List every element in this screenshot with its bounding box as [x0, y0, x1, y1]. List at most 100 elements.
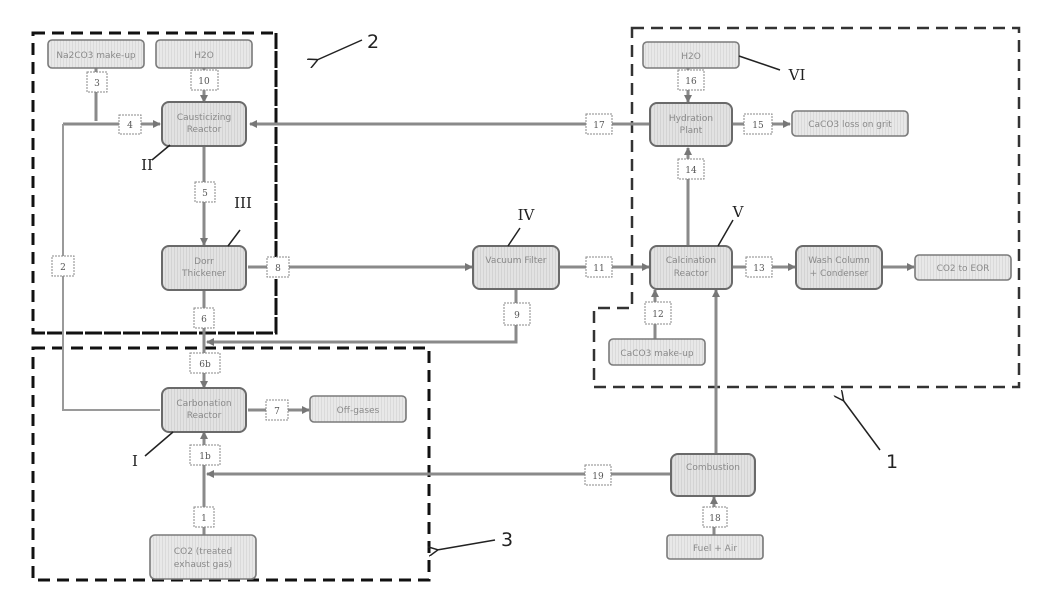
stream-12-label: 12 [644, 301, 672, 325]
svg-text:CO2 to EOR: CO2 to EOR [937, 264, 990, 274]
stream-17-label: 17 [585, 113, 613, 135]
dorr-thickener-unit: Dorr Thickener [161, 245, 247, 291]
stream-18-label: 18 [702, 506, 728, 528]
stream-7-label: 7 [265, 399, 289, 421]
section-3-boundary [31, 346, 431, 582]
svg-text:17: 17 [593, 121, 605, 131]
unit-label-II: II [141, 156, 153, 174]
section-1-boundary [592, 26, 1021, 389]
stream-15-label: 15 [743, 113, 773, 135]
svg-text:CaCO3 make-up: CaCO3 make-up [620, 349, 693, 359]
h2o-feed-unit: H2O [155, 39, 253, 69]
stream-2-label: 2 [51, 255, 75, 277]
caco3-loss-unit: CaCO3 loss on grit [791, 110, 909, 137]
svg-text:Thickener: Thickener [181, 269, 226, 279]
section-2-boundary [31, 31, 278, 335]
svg-text:9: 9 [514, 311, 520, 321]
svg-text:6: 6 [201, 315, 207, 325]
svg-text:13: 13 [753, 264, 765, 274]
stream-8-label: 8 [266, 256, 290, 278]
calcination-reactor-unit: Calcination Reactor [649, 245, 733, 290]
svg-text:10: 10 [198, 77, 210, 87]
leader-V [717, 219, 734, 247]
section-callout-1: 1 [886, 451, 898, 473]
section-callout-3: 3 [501, 529, 513, 551]
stream-5-label: 5 [194, 181, 216, 203]
section-callout-2: 2 [367, 31, 379, 53]
svg-text:H2O: H2O [194, 51, 214, 61]
svg-text:11: 11 [593, 264, 604, 274]
svg-text:Hydration: Hydration [669, 114, 713, 124]
svg-text:19: 19 [592, 472, 604, 482]
svg-text:Vacuum Filter: Vacuum Filter [485, 256, 547, 266]
na2co3-makeup-unit: Na2CO3 make-up [47, 39, 145, 69]
stream-1b-label: 1b [189, 444, 221, 466]
callout-arrow-1 [843, 400, 881, 451]
svg-text:Dorr: Dorr [194, 257, 214, 267]
svg-text:Reactor: Reactor [187, 411, 222, 421]
svg-text:7: 7 [274, 407, 280, 417]
stream-14-label: 14 [677, 158, 705, 180]
svg-text:Plant: Plant [680, 126, 703, 136]
wash-column-condenser-unit: Wash Column + Condenser [795, 245, 883, 290]
stream-19-label: 19 [584, 464, 612, 486]
stream-13-label: 13 [745, 256, 773, 278]
svg-text:Carbonation: Carbonation [176, 399, 231, 409]
leader-I [144, 431, 174, 457]
carbonation-reactor-unit: Carbonation Reactor [161, 387, 247, 433]
co2-to-eor-unit: CO2 to EOR [914, 254, 1012, 281]
h2o-hydration-feed-unit: H2O [642, 41, 740, 69]
svg-text:3: 3 [94, 79, 100, 89]
leader-VI [738, 55, 781, 71]
svg-text:2: 2 [60, 263, 66, 273]
hydration-plant-unit: Hydration Plant [649, 102, 733, 147]
stream-1-label: 1 [193, 506, 215, 528]
off-gases-unit: Off-gases [309, 395, 407, 423]
stream-10-label: 10 [190, 69, 219, 91]
svg-text:+ Condenser: + Condenser [810, 269, 869, 279]
unit-label-V: V [732, 203, 745, 221]
combustion-unit: Combustion [670, 453, 756, 497]
svg-text:Causticizing: Causticizing [177, 113, 231, 123]
stream-3-label: 3 [86, 71, 108, 93]
stream-4-label: 4 [118, 114, 142, 135]
svg-text:CaCO3 loss on grit: CaCO3 loss on grit [808, 120, 892, 130]
causticizing-reactor-unit: Causticizing Reactor [161, 101, 247, 147]
svg-text:Off-gases: Off-gases [337, 406, 380, 416]
unit-label-III: III [234, 194, 252, 212]
svg-text:Calcination: Calcination [666, 256, 716, 266]
leader-II [151, 144, 171, 161]
stream-16-label: 16 [677, 69, 705, 91]
svg-text:Fuel + Air: Fuel + Air [693, 544, 737, 554]
svg-text:Wash Column: Wash Column [808, 256, 870, 266]
svg-text:15: 15 [752, 121, 764, 131]
svg-text:Combustion: Combustion [686, 463, 740, 473]
caco3-makeup-unit: CaCO3 make-up [608, 338, 706, 366]
svg-text:8: 8 [275, 264, 281, 274]
svg-text:1b: 1b [199, 452, 211, 462]
svg-text:16: 16 [685, 77, 697, 87]
unit-label-IV: IV [518, 206, 536, 224]
svg-text:18: 18 [709, 514, 721, 524]
callout-arrow-2 [317, 39, 363, 60]
leader-III [227, 229, 241, 247]
svg-text:12: 12 [652, 310, 663, 320]
leader-IV [507, 227, 521, 247]
svg-text:H2O: H2O [681, 52, 701, 62]
vacuum-filter-unit: Vacuum Filter [472, 245, 560, 290]
unit-label-VI: VI [788, 66, 806, 84]
stream-9-label: 9 [503, 302, 531, 326]
svg-text:6b: 6b [199, 360, 211, 370]
stream-6b-label: 6b [189, 352, 221, 374]
svg-text:Na2CO3 make-up: Na2CO3 make-up [56, 51, 136, 61]
fuel-air-unit: Fuel + Air [666, 534, 764, 560]
svg-text:CO2 (treated: CO2 (treated [174, 547, 232, 557]
unit-label-I: I [132, 452, 138, 470]
callout-arrow-3 [437, 539, 496, 550]
svg-text:Reactor: Reactor [674, 269, 709, 279]
pipe-stream-2 [62, 124, 160, 411]
svg-text:exhaust gas): exhaust gas) [174, 560, 232, 570]
svg-text:4: 4 [127, 121, 133, 131]
stream-11-label: 11 [585, 256, 613, 278]
